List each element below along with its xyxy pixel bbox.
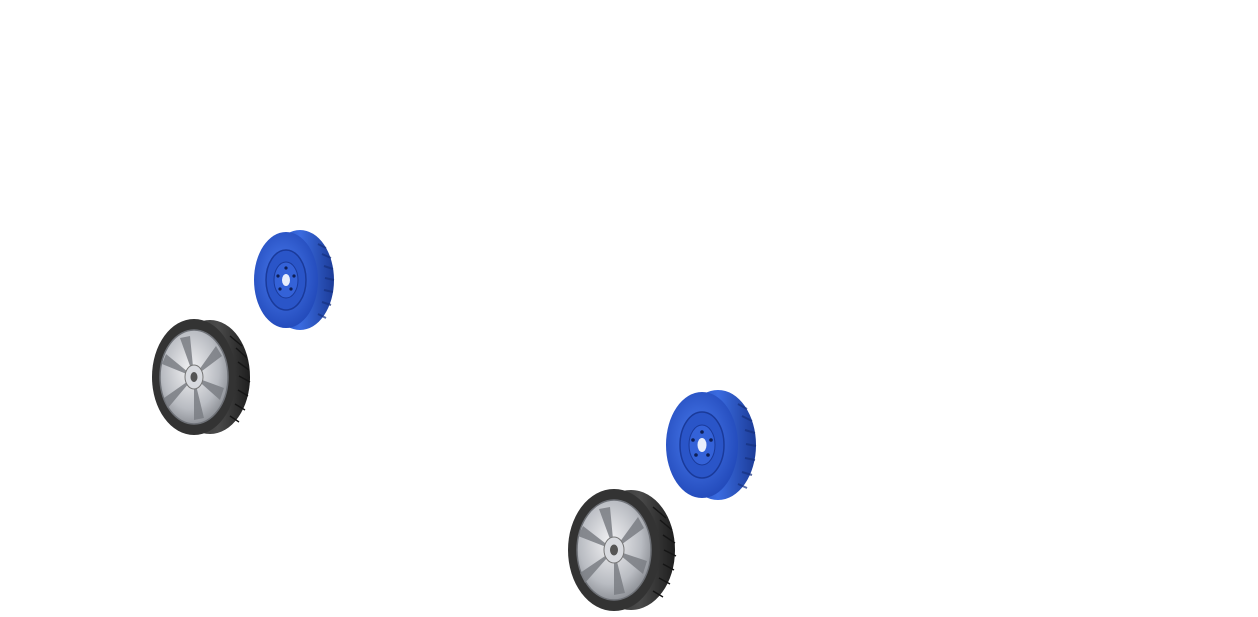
blue-wheel-icon[interactable] <box>660 386 760 504</box>
alloy-wheel-icon[interactable] <box>150 316 254 438</box>
blue-wheel-icon[interactable] <box>248 226 338 334</box>
alloy-wheel-icon[interactable] <box>565 487 681 615</box>
